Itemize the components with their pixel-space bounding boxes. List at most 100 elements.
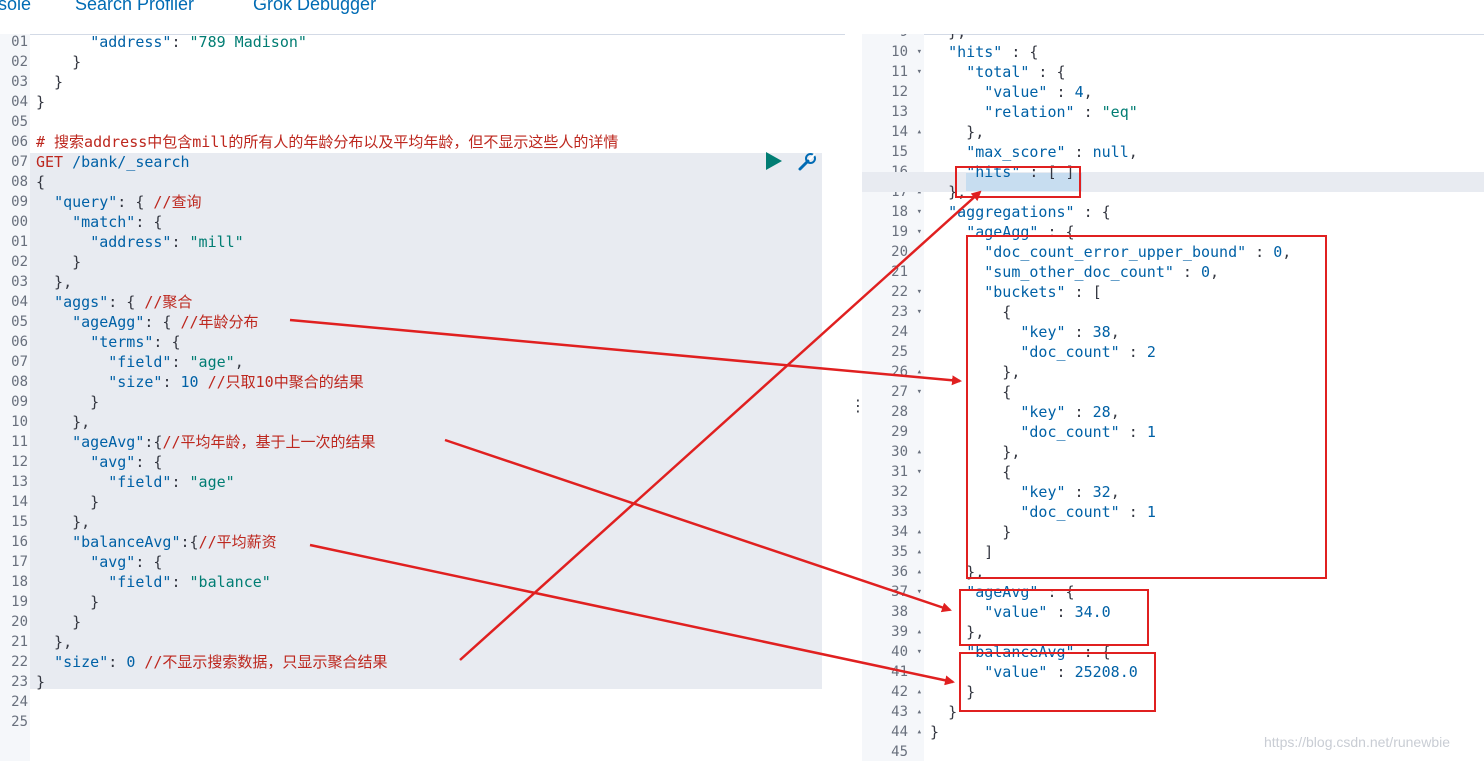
request-code-line[interactable]: "address": "789 Madison" xyxy=(90,34,307,51)
request-code-line[interactable]: }, xyxy=(36,413,91,431)
fold-toggle-icon[interactable]: ▴ xyxy=(916,547,922,557)
request-code-line[interactable]: "aggs": { //聚合 xyxy=(54,293,193,311)
request-code-line[interactable]: # 搜索address中包含mill的所有人的年龄分布以及平均年龄，但不显示这些… xyxy=(36,133,619,151)
fold-toggle-icon[interactable]: ▾ xyxy=(916,47,922,57)
request-code-line[interactable]: "address": "mill" xyxy=(90,233,244,251)
response-code-line[interactable]: "doc_count" : 1 xyxy=(1020,423,1156,441)
response-code-line[interactable]: { xyxy=(1002,383,1012,401)
request-code-line[interactable]: { xyxy=(36,173,46,191)
fold-toggle-icon[interactable]: ▴ xyxy=(916,527,922,537)
fold-toggle-icon[interactable]: ▾ xyxy=(916,387,922,397)
request-editor[interactable]: "address": "789 Madison" } }} # 搜索address… xyxy=(30,34,845,761)
response-code-line[interactable]: { xyxy=(1002,303,1012,321)
response-code-line[interactable]: "buckets" : [ xyxy=(984,283,1102,301)
request-code-line[interactable]: "field": "age" xyxy=(108,473,235,491)
response-code-line[interactable]: "key" : 32, xyxy=(1020,483,1120,501)
request-code-line[interactable]: "size": 0 //不显示搜索数据，只显示聚合结果 xyxy=(54,653,388,671)
response-code-line[interactable]: "total" : { xyxy=(966,63,1066,81)
request-code-line[interactable]: } xyxy=(36,73,64,91)
fold-toggle-icon[interactable]: ▾ xyxy=(916,227,922,237)
request-line-number: 19 xyxy=(11,594,28,610)
response-code-line[interactable]: "key" : 28, xyxy=(1020,403,1120,421)
request-code-line[interactable]: } xyxy=(36,93,46,111)
tab-grok-debugger[interactable]: Grok Debugger xyxy=(253,0,377,14)
tab-console[interactable]: sole xyxy=(0,0,32,14)
fold-toggle-icon[interactable]: ▴ xyxy=(916,447,922,457)
response-code-line[interactable]: }, xyxy=(966,563,985,581)
fold-toggle-icon[interactable]: ▾ xyxy=(916,307,922,317)
request-code-line[interactable]: } xyxy=(36,253,82,271)
wrench-icon[interactable] xyxy=(796,151,818,173)
request-code-line[interactable]: }, xyxy=(36,633,73,651)
request-code-line[interactable]: "query": { //查询 xyxy=(54,193,202,211)
response-code-line[interactable]: }, xyxy=(948,183,967,201)
fold-toggle-icon[interactable]: ▾ xyxy=(916,287,922,297)
request-code-line[interactable]: } xyxy=(36,593,100,611)
request-line-number: 15 xyxy=(11,514,28,530)
fold-toggle-icon[interactable]: ▴ xyxy=(916,687,922,697)
fold-toggle-icon[interactable]: ▾ xyxy=(916,587,922,597)
response-editor[interactable]: }, "hits" : { "total" : { "value" : 4, "… xyxy=(924,34,1484,761)
response-code-line[interactable]: "ageAvg" : { xyxy=(966,583,1075,601)
fold-toggle-icon[interactable]: ▴ xyxy=(916,567,922,577)
request-code-line[interactable]: "match": { xyxy=(72,213,163,231)
request-code-line[interactable]: } xyxy=(36,393,100,411)
request-code-line[interactable]: } xyxy=(36,493,100,511)
response-code-line[interactable]: "value" : 25208.0 xyxy=(984,663,1138,681)
response-code-line[interactable]: "relation" : "eq" xyxy=(984,103,1138,121)
response-code-line[interactable]: }, xyxy=(1002,443,1021,461)
response-code-line[interactable]: "balanceAvg" : { xyxy=(966,643,1111,661)
request-code-line[interactable]: }, xyxy=(36,273,73,291)
request-code-line[interactable]: "ageAvg":{//平均年龄，基于上一次的结果 xyxy=(72,433,376,451)
response-code-line[interactable]: "key" : 38, xyxy=(1020,323,1120,341)
request-code-line[interactable] xyxy=(36,112,845,132)
response-code-line[interactable]: "max_score" : null, xyxy=(966,143,1138,161)
response-code-line[interactable]: } xyxy=(966,683,976,701)
fold-toggle-icon[interactable]: ▴ xyxy=(916,707,922,717)
fold-toggle-icon[interactable]: ▴ xyxy=(916,127,922,137)
response-code-line[interactable]: "value" : 4, xyxy=(984,83,1093,101)
response-code-line[interactable]: }, xyxy=(1002,363,1021,381)
tab-search-profiler[interactable]: Search Profiler xyxy=(75,0,195,14)
request-code-line[interactable]: "avg": { xyxy=(90,453,163,471)
fold-toggle-icon[interactable]: ▴ xyxy=(916,627,922,637)
request-code-line[interactable]: "ageAgg": { //年龄分布 xyxy=(72,313,259,331)
play-icon[interactable] xyxy=(766,152,782,170)
request-code-line[interactable]: "field": "balance" xyxy=(108,573,271,591)
response-code-line[interactable]: "hits" : [ ] xyxy=(966,163,1075,181)
response-code-line[interactable]: } xyxy=(948,703,958,721)
response-code-line[interactable]: "hits" : { xyxy=(948,43,1039,61)
response-code-line[interactable]: }, xyxy=(924,34,1484,42)
response-code-line[interactable]: }, xyxy=(966,623,985,641)
response-code-line[interactable]: "doc_count_error_upper_bound" : 0, xyxy=(984,243,1292,261)
response-code-line[interactable]: { xyxy=(1002,463,1012,481)
response-code-line[interactable]: "sum_other_doc_count" : 0, xyxy=(984,263,1220,281)
response-code-line[interactable]: } xyxy=(1002,523,1012,541)
fold-toggle-icon[interactable]: ▾ xyxy=(916,207,922,217)
request-code-line[interactable]: "avg": { xyxy=(90,553,163,571)
fold-toggle-icon[interactable]: ▾ xyxy=(916,67,922,77)
request-code-line[interactable]: }, xyxy=(36,513,91,531)
response-code-line[interactable]: } xyxy=(930,723,940,741)
response-code-line[interactable]: "doc_count" : 2 xyxy=(1020,343,1156,361)
request-line-number: 23 xyxy=(11,674,28,690)
response-code-line[interactable]: "value" : 34.0 xyxy=(984,603,1111,621)
response-code-line[interactable]: "ageAgg" : { xyxy=(966,223,1075,241)
fold-toggle-icon[interactable]: ▾ xyxy=(916,467,922,477)
request-code-line[interactable]: } xyxy=(36,53,82,71)
request-code-line[interactable]: GET /bank/_search xyxy=(36,153,190,171)
response-code-line[interactable]: }, xyxy=(966,123,985,141)
fold-toggle-icon[interactable]: ▾ xyxy=(916,647,922,657)
response-line-number: 34▴ xyxy=(891,524,922,540)
fold-toggle-icon[interactable]: ▴ xyxy=(916,367,922,377)
response-code-line[interactable]: "aggregations" : { xyxy=(948,203,1111,221)
response-code-line[interactable]: "doc_count" : 1 xyxy=(1020,503,1156,521)
request-code-line[interactable]: } xyxy=(36,613,82,631)
request-code-line[interactable]: "size": 10 //只取10中聚合的结果 xyxy=(108,373,364,391)
request-code-line[interactable]: "terms": { xyxy=(90,333,181,351)
request-code-line[interactable]: "field": "age", xyxy=(108,353,244,371)
response-code-line[interactable]: ] xyxy=(984,543,994,561)
request-code-line[interactable]: "balanceAvg":{//平均薪资 xyxy=(72,533,277,551)
request-code-line[interactable]: } xyxy=(36,673,46,691)
fold-toggle-icon[interactable]: ▴ xyxy=(916,727,922,737)
